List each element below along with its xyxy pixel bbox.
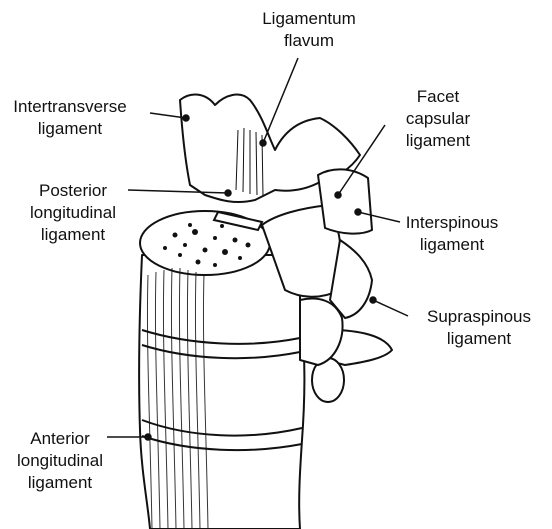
- facet-process: [318, 169, 372, 233]
- label-line: Interspinous: [402, 212, 502, 234]
- label-facet-capsular-ligament: Facet capsular ligament: [390, 86, 486, 152]
- label-line: longitudinal: [10, 450, 110, 472]
- label-line: Ligamentum: [244, 8, 374, 30]
- label-line: ligament: [20, 224, 126, 246]
- label-line: Anterior: [10, 428, 110, 450]
- label-line: longitudinal: [20, 202, 126, 224]
- label-intertransverse-ligament: Intertransverse ligament: [4, 96, 136, 140]
- label-line: ligament: [4, 118, 136, 140]
- label-supraspinous-ligament: Supraspinous ligament: [410, 306, 548, 350]
- label-ligamentum-flavum: Ligamentum flavum: [244, 8, 374, 52]
- label-posterior-longitudinal-ligament: Posterior longitudinal ligament: [20, 180, 126, 246]
- label-line: flavum: [244, 30, 374, 52]
- label-line: Posterior: [20, 180, 126, 202]
- label-line: capsular: [390, 108, 486, 130]
- label-interspinous-ligament: Interspinous ligament: [402, 212, 502, 256]
- label-anterior-longitudinal-ligament: Anterior longitudinal ligament: [10, 428, 110, 494]
- label-line: Supraspinous: [410, 306, 548, 328]
- label-line: ligament: [410, 328, 548, 350]
- label-line: Intertransverse: [4, 96, 136, 118]
- label-line: ligament: [402, 234, 502, 256]
- label-line: Facet: [390, 86, 486, 108]
- label-line: ligament: [390, 130, 486, 152]
- leader-supraspinous: [373, 300, 408, 316]
- label-line: ligament: [10, 472, 110, 494]
